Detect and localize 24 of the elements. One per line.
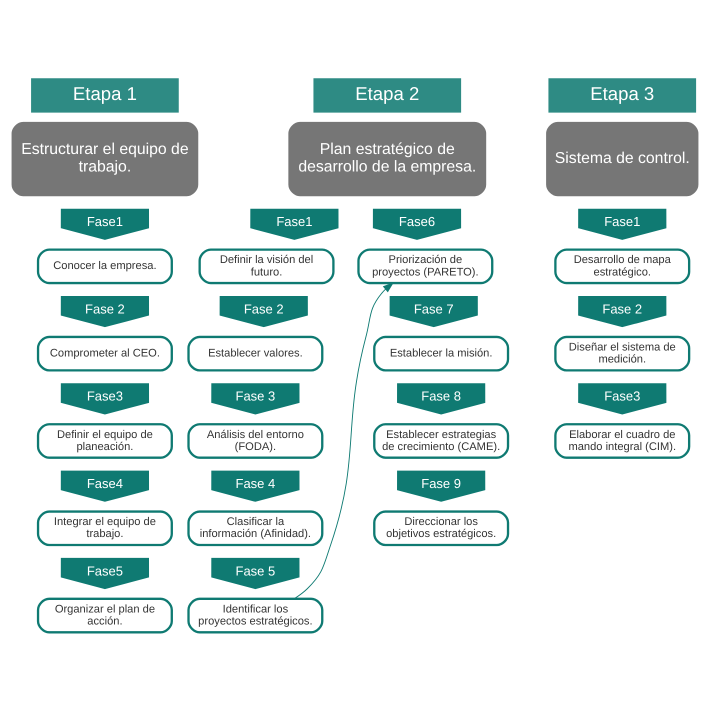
node-box: Análisis del entorno (FODA). — [187, 423, 324, 459]
node-box: Sistema de control. — [546, 122, 698, 196]
node-box: Establecer estrategias de crecimiento (CAME). — [373, 423, 510, 459]
node-box: Organizar el plan de acción. — [36, 598, 173, 634]
node-box: Identificar los proyectos estratégicos. — [187, 598, 324, 634]
node-box: Definir la visión del futuro. — [198, 248, 335, 284]
node-box: Establecer la misión. — [373, 336, 510, 372]
node-box: Priorización de proyectos (PARETO). — [357, 248, 494, 284]
node-box: Diseñar el sistema de medición. — [554, 336, 690, 372]
node-box: Definir el equipo de planeación. — [36, 423, 173, 459]
node-box: Plan estratégico de desarrollo de la empresa. — [288, 122, 486, 196]
node-box: Etapa 3 — [548, 78, 696, 113]
arrow — [294, 282, 394, 600]
node-box: Direccionar los objetivos estratégicos. — [373, 510, 510, 546]
node-box: Desarrollo de mapa estratégico. — [554, 248, 690, 284]
node-box: Estructurar el equipo de trabajo. — [12, 122, 198, 196]
node-box: Comprometer al CEO. — [36, 336, 173, 372]
node-box: Conocer la empresa. — [36, 248, 173, 284]
node-box: Establecer valores. — [187, 336, 324, 372]
node-box: Integrar el equipo de trabajo. — [36, 510, 173, 546]
node-box: Clasificar la información (Afinidad). — [187, 510, 324, 546]
node-box: Etapa 1 — [31, 78, 179, 113]
node-box: Etapa 2 — [313, 78, 462, 113]
node-box: Elaborar el cuadro de mando integral (CIM). — [554, 423, 690, 459]
